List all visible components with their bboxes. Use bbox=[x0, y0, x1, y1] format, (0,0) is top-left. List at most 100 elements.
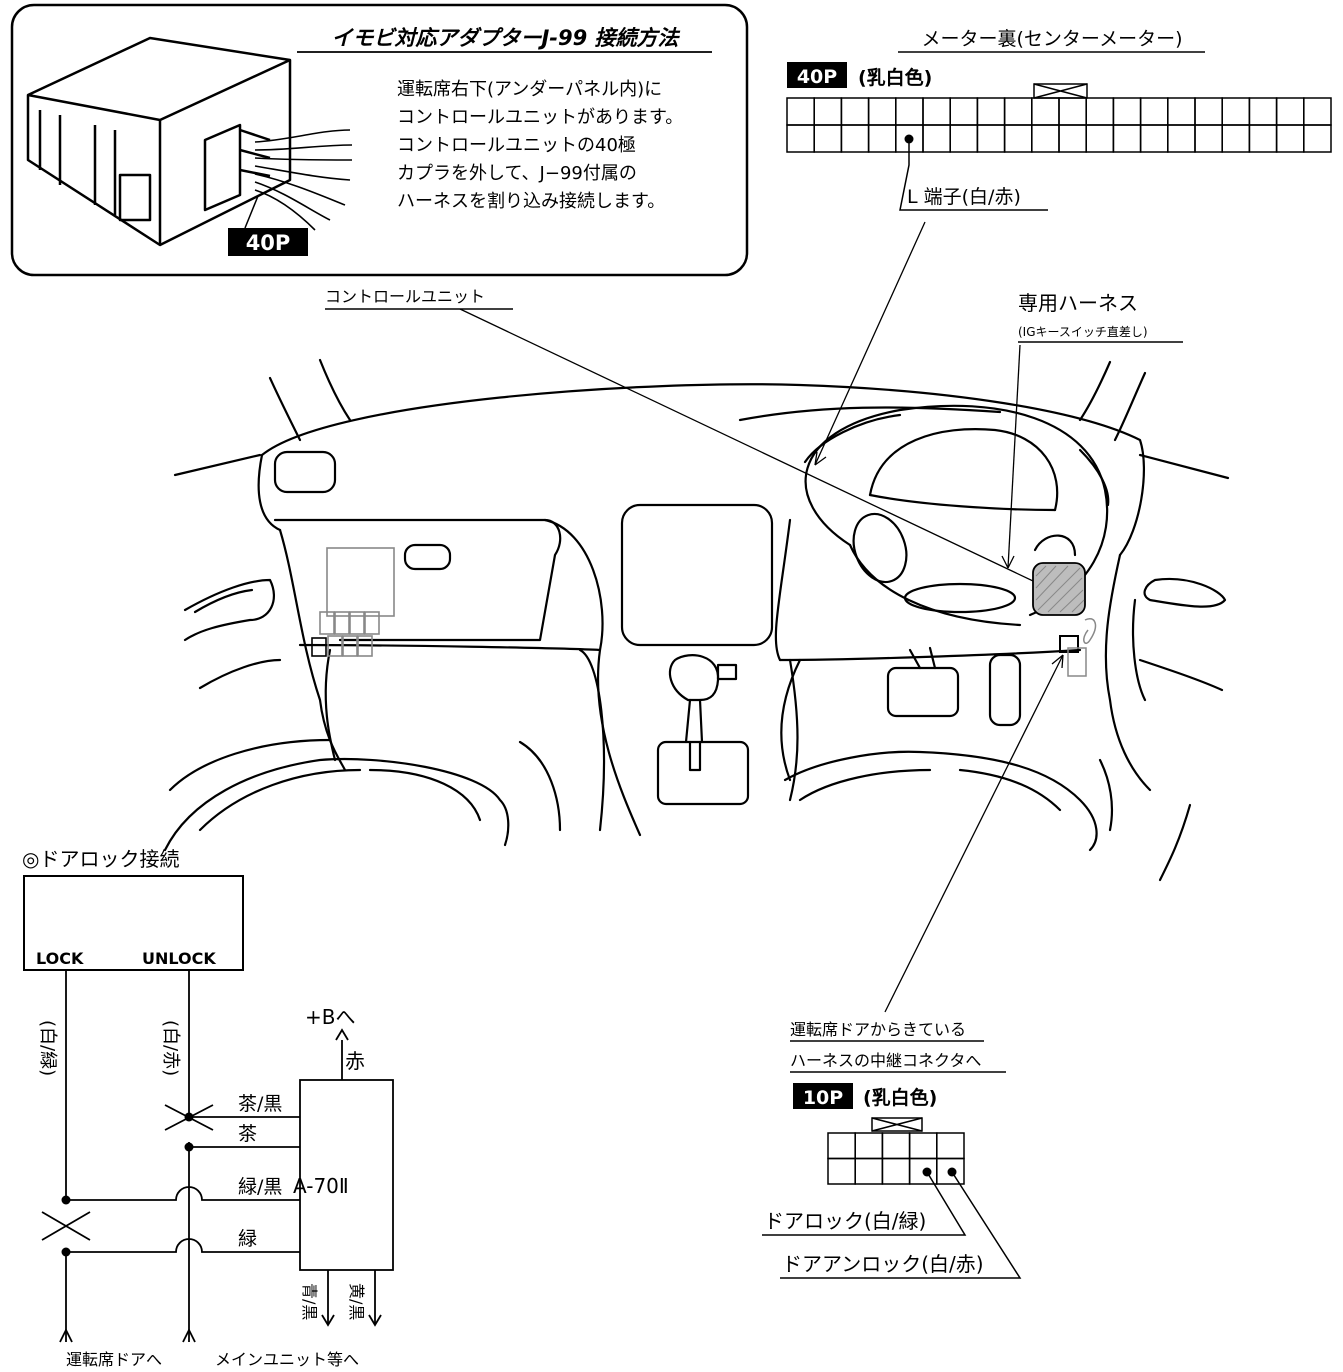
meter-connector: メーター裏(センターメーター) 40P (乳白色) L 端子(白/赤) bbox=[786, 28, 1332, 466]
connector-cell bbox=[1139, 124, 1169, 153]
connector-cell bbox=[1003, 124, 1033, 153]
connector-cell bbox=[1167, 124, 1196, 153]
connector-cell bbox=[936, 1157, 965, 1185]
connector-cell bbox=[1194, 124, 1223, 153]
door-relay-color: (乳白色) bbox=[863, 1086, 937, 1109]
connector-cell bbox=[1139, 97, 1169, 126]
connector-cell bbox=[1221, 97, 1251, 126]
adapter-line-2: コントロールユニットがあります。 bbox=[397, 107, 683, 128]
connector-cell bbox=[1194, 97, 1223, 126]
connector-cell bbox=[1167, 97, 1196, 126]
connector-cell bbox=[976, 97, 1006, 126]
connector-cell bbox=[1303, 124, 1332, 153]
connector-cell bbox=[1031, 124, 1060, 153]
adapter-line-4: カプラを外して、J−99付属の bbox=[397, 163, 637, 184]
connector-cell bbox=[1058, 124, 1087, 153]
connector-cell bbox=[1275, 124, 1305, 153]
control-unit-leader bbox=[459, 308, 1053, 591]
door-relay-badge: 10P bbox=[803, 1087, 843, 1109]
door-unlock-label: ドアアンロック(白/赤) bbox=[782, 1252, 984, 1276]
connector-cell bbox=[881, 1132, 911, 1160]
wire-brown-black: 茶/黒 bbox=[238, 1093, 282, 1115]
door-relay-line-1: 運転席ドアからきている bbox=[790, 1020, 966, 1039]
connector-cell bbox=[1112, 124, 1142, 153]
connector-cell bbox=[867, 97, 897, 126]
connector-cell bbox=[1031, 97, 1060, 126]
connector-cell bbox=[1085, 97, 1115, 126]
to-driver-door-label: 運転席ドアへ bbox=[66, 1350, 162, 1369]
connector-cell bbox=[922, 124, 951, 153]
wire-brown: 茶 bbox=[238, 1123, 257, 1145]
connector-cell bbox=[1248, 97, 1278, 126]
connector-cell bbox=[936, 1132, 965, 1160]
connector-cell bbox=[895, 97, 924, 126]
dashboard-picture bbox=[163, 358, 1230, 882]
meter-title: メーター裏(センターメーター) bbox=[921, 28, 1182, 50]
door-lock-title: ◎ドアロック接続 bbox=[22, 847, 179, 871]
connector-cell bbox=[827, 1157, 856, 1185]
meter-color: (乳白色) bbox=[858, 66, 932, 89]
connector-cell bbox=[786, 124, 815, 153]
adapter-connector-badge bbox=[228, 228, 308, 256]
adapter-line-5: ハーネスを割り込み接続します。 bbox=[397, 191, 665, 212]
connector-cell bbox=[881, 1157, 911, 1185]
harness-leader bbox=[1007, 344, 1021, 569]
left-connectors bbox=[311, 547, 395, 657]
unlock-terminal-label: UNLOCK bbox=[142, 949, 216, 968]
meter-terminal-label: L 端子(白/赤) bbox=[907, 186, 1021, 208]
connector-cell bbox=[1275, 97, 1305, 126]
adapter-info-box: 40P イモビ対応アダプターJ-99 接続方法 運転席右下(アンダーパネル内)に… bbox=[10, 3, 749, 277]
harness-title: 専用ハーネス bbox=[1018, 291, 1138, 315]
connector-cell bbox=[1303, 97, 1332, 126]
connector-cell bbox=[813, 97, 843, 126]
harness-subtitle: (IGキースイッチ直差し) bbox=[1018, 325, 1148, 339]
plus-b-label: +Bへ bbox=[305, 1005, 355, 1029]
a70-module bbox=[299, 1079, 394, 1271]
connector-cell bbox=[908, 1132, 938, 1160]
connector-cell bbox=[854, 1132, 884, 1160]
meter-leader bbox=[814, 221, 926, 466]
connector-cell bbox=[827, 1132, 856, 1160]
wire-lock-color: (白/緑) bbox=[37, 1020, 58, 1076]
connector-cell bbox=[976, 124, 1006, 153]
door-relay-connector: 運転席ドアからきている ハーネスの中継コネクタへ 10P (乳白色) ドアロック… bbox=[762, 654, 1064, 1279]
to-main-unit-label: メインユニット等へ bbox=[215, 1350, 359, 1369]
connector-cell bbox=[840, 124, 870, 153]
adapter-line-1: 運転席右下(アンダーパネル内)に bbox=[397, 79, 662, 100]
wire-unlock-color: (白/赤) bbox=[160, 1020, 181, 1076]
connector-cell bbox=[1248, 124, 1278, 153]
connector-cell bbox=[1112, 97, 1142, 126]
door-relay-line-2: ハーネスの中継コネクタへ bbox=[790, 1051, 981, 1070]
connector-cell bbox=[867, 124, 897, 153]
connector-cell bbox=[854, 1157, 884, 1185]
connector-cell bbox=[1003, 97, 1033, 126]
adapter-connector-badge-text: 40P bbox=[246, 231, 291, 255]
connector-cell bbox=[813, 124, 843, 153]
connector-cell bbox=[949, 97, 979, 126]
wire-bundle bbox=[254, 129, 353, 231]
door-lock-label: ドアロック(白/緑) bbox=[764, 1209, 926, 1233]
connector-cell bbox=[949, 124, 979, 153]
wire-blue-black: 青/黒 bbox=[300, 1283, 319, 1320]
connector-cell bbox=[786, 97, 815, 126]
connector-cell bbox=[1058, 97, 1087, 126]
meter-connector-grid bbox=[786, 97, 1332, 153]
control-unit-picture bbox=[26, 36, 292, 247]
door-relay-leader bbox=[884, 654, 1064, 1013]
meter-badge: 40P bbox=[797, 66, 837, 88]
adapter-line-3: コントロールユニットの40極 bbox=[397, 135, 636, 156]
connector-cell bbox=[1085, 124, 1115, 153]
door-lock-switch-box bbox=[23, 875, 244, 971]
wire-yellow-black: 黄/黒 bbox=[347, 1283, 366, 1320]
door-relay-grid bbox=[827, 1132, 965, 1185]
adapter-title: イモビ対応アダプターJ-99 接続方法 bbox=[331, 26, 680, 50]
connector-cell bbox=[1221, 124, 1251, 153]
control-unit-label: コントロールユニット bbox=[325, 287, 485, 306]
connector-cell bbox=[840, 97, 870, 126]
lock-terminal-label: LOCK bbox=[36, 949, 84, 968]
module-label: A-70Ⅱ bbox=[293, 1174, 349, 1198]
wire-green-black: 緑/黒 bbox=[238, 1176, 282, 1198]
wire-green: 緑 bbox=[238, 1228, 257, 1250]
control-unit-highlight bbox=[1032, 562, 1097, 677]
